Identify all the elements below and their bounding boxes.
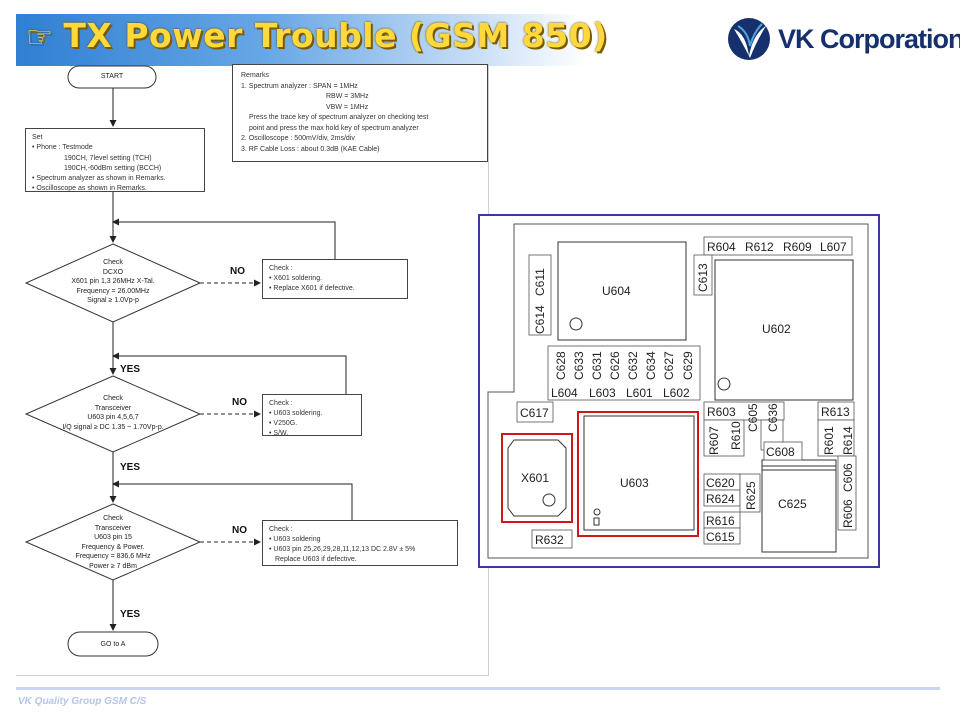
page-title: ☞ TX Power Trouble (GSM 850) — [26, 16, 608, 55]
check-box-u603-soldering: Check : • U603 soldering. • V250G. • S/W… — [262, 394, 362, 437]
label-c633: C633 — [572, 351, 586, 380]
label-r616: R616 — [706, 514, 735, 528]
check-box-u603-dc: Check : • U603 soldering • U603 pin 25,2… — [262, 520, 458, 566]
setup-line: • Oscilloscope as shown in Remarks. — [32, 185, 147, 193]
remarks-line: 1. Spectrum analyzer : SPAN = 1MHz — [241, 82, 358, 90]
decision-transceiver-iq-text: Check Transceiver U603 pin 4,5,6,7 I/Q s… — [62, 395, 164, 431]
label-r612: R612 — [745, 240, 774, 254]
label-r614: R614 — [841, 426, 855, 455]
decision-dcxo-text: Check DCXO X601 pin 1,3 26MHz X-Tal. Fre… — [71, 259, 155, 305]
label-r609: R609 — [783, 240, 812, 254]
label-l603: L603 — [589, 386, 616, 400]
label-c632: C632 — [626, 351, 640, 380]
decision-transceiver-power — [24, 503, 202, 581]
setup-line: • Phone : Testmode — [32, 144, 93, 152]
label-r610: R610 — [729, 421, 743, 450]
label-c617: C617 — [520, 406, 549, 420]
decision-dcxo — [24, 243, 202, 323]
label-c629: C629 — [681, 351, 695, 380]
label-u603: U603 — [620, 476, 649, 490]
no-label: NO — [232, 397, 247, 408]
label-c636: C636 — [766, 403, 780, 432]
yes-label: YES — [120, 364, 141, 375]
start-label: START — [100, 73, 124, 80]
pin1-marker — [717, 377, 731, 391]
label-r601: R601 — [822, 426, 836, 455]
remarks-line: RBW = 3MHz — [326, 93, 369, 100]
remarks-line: point and press the max hold key of spec… — [249, 124, 419, 132]
remarks-line: 2. Oscilloscope : 500mV/div, 2ms/div — [241, 135, 355, 142]
label-c627: C627 — [662, 351, 676, 380]
page-title-text: TX Power Trouble (GSM 850) — [63, 16, 608, 55]
check-box-x601: Check : • X601 soldering. • Replace X601… — [262, 259, 408, 299]
label-c628: C628 — [554, 351, 568, 380]
label-c615: C615 — [706, 530, 735, 544]
label-r603: R603 — [707, 405, 736, 419]
setup-box: Set • Phone : Testmode 190CH, 7level set… — [25, 128, 205, 192]
setup-line: • Spectrum analyzer as shown in Remarks. — [32, 175, 166, 183]
component-u602 — [714, 259, 854, 401]
company-logo: VK Corporation — [726, 14, 960, 66]
label-x601: X601 — [521, 471, 549, 485]
yes-label: YES — [120, 609, 141, 620]
label-l607: L607 — [820, 240, 847, 254]
label-c634: C634 — [644, 351, 658, 380]
setup-title: Set — [32, 134, 43, 141]
remarks-box: Remarks 1. Spectrum analyzer : SPAN = 1M… — [232, 64, 488, 162]
label-r613: R613 — [821, 405, 850, 419]
pin1-marker — [569, 317, 583, 331]
label-c626: C626 — [608, 351, 622, 380]
label-r632: R632 — [535, 533, 564, 547]
label-c625: C625 — [778, 497, 807, 511]
no-label: NO — [232, 525, 247, 536]
label-l601: L601 — [626, 386, 653, 400]
label-u604: U604 — [602, 284, 631, 298]
decision-transceiver-power-text: Check Transceiver U603 pin 15 Frequency … — [75, 515, 151, 570]
label-c631: C631 — [590, 351, 604, 380]
no-label: NO — [230, 266, 245, 277]
label-c613: C613 — [696, 263, 710, 292]
remarks-line: 3. RF Cable Loss : about 0.3dB (KAE Cabl… — [241, 145, 380, 153]
remarks-title: Remarks — [241, 72, 270, 79]
label-c605: C605 — [746, 403, 760, 432]
yes-label: YES — [120, 462, 141, 473]
pointing-hand-icon: ☞ — [26, 20, 54, 55]
component-u603 — [583, 415, 695, 531]
label-c620: C620 — [706, 476, 735, 490]
remarks-line: VBW = 1MHz — [326, 103, 369, 111]
footer-divider — [16, 687, 940, 690]
label-c611: C611 — [533, 268, 547, 296]
label-l602: L602 — [663, 386, 690, 400]
start-node — [67, 65, 157, 89]
x601-highlight — [501, 433, 573, 523]
label-c606: C606 — [841, 463, 855, 492]
decision-transceiver-iq — [24, 375, 202, 453]
pin1-marker — [593, 508, 601, 516]
end-label: GO to A — [100, 641, 126, 648]
title-bar — [16, 14, 586, 66]
label-l604: L604 — [551, 386, 578, 400]
setup-line: 190CH,-60dBm setting (BCCH) — [64, 164, 162, 172]
setup-line: 190CH, 7level setting (TCH) — [64, 154, 152, 162]
label-c614: C614 — [533, 305, 547, 334]
label-r625: R625 — [744, 481, 758, 510]
label-u602: U602 — [762, 322, 791, 336]
label-r604: R604 — [707, 240, 736, 254]
label-c608: C608 — [766, 445, 795, 459]
logo-text: VK Corporation — [778, 24, 960, 54]
footer-text: VK Quality Group GSM C/S — [18, 696, 147, 707]
label-r624: R624 — [706, 492, 735, 506]
vk-logo-icon — [728, 18, 770, 60]
u603-highlight — [577, 411, 699, 537]
label-r607: R607 — [707, 426, 721, 455]
remarks-line: Press the trace key of spectrum analyzer… — [249, 114, 429, 121]
label-r606: R606 — [841, 499, 855, 528]
pin1-marker — [542, 493, 556, 507]
end-node — [67, 631, 159, 657]
